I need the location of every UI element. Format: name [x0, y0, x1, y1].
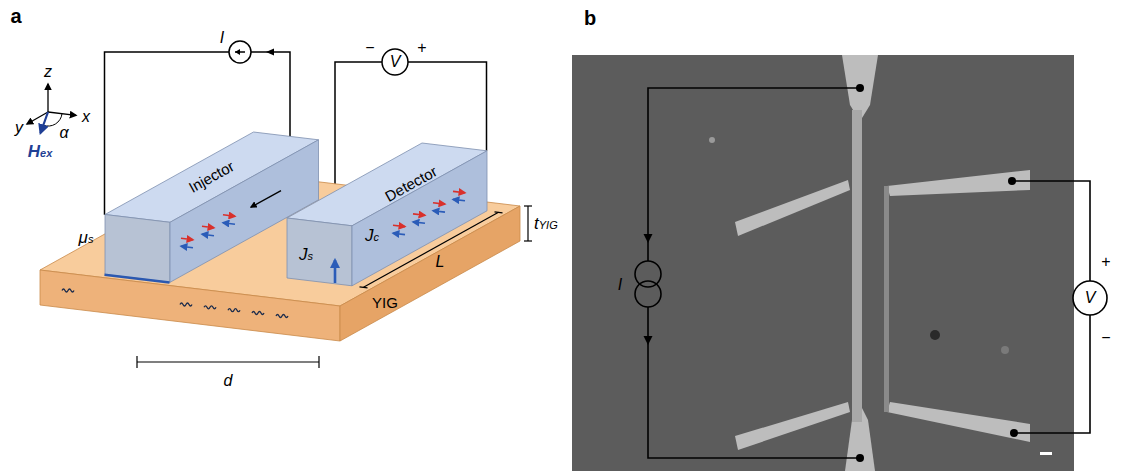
current-label: I [618, 276, 622, 294]
circuit-wires-b [635, 88, 1107, 458]
field-label: Hex [28, 143, 53, 162]
current-arrow [235, 49, 240, 55]
dimension-l [360, 212, 503, 288]
dimension-d [137, 356, 319, 368]
axes [27, 84, 76, 133]
interface-line [105, 275, 170, 283]
magnon-waves [62, 289, 288, 318]
voltmeter-label: V [1085, 289, 1096, 307]
box-face [352, 151, 487, 286]
detector-bar: Detector [286, 142, 488, 287]
angle-label: α [59, 124, 68, 142]
axis-label: z [44, 63, 52, 81]
dimension-t [524, 206, 532, 241]
polarity-sign: + [1101, 253, 1110, 271]
voltmeter-label: V [390, 53, 401, 71]
dimension-label: d [224, 372, 233, 390]
spin-current-label: Js [299, 246, 313, 265]
spin-arrows-injector [181, 191, 281, 248]
current-arrow [266, 49, 274, 56]
polarity-sign: + [417, 39, 426, 57]
box-face [40, 270, 340, 341]
axis-label: x [82, 108, 90, 126]
box-face [287, 218, 352, 286]
current-label: I [220, 29, 224, 47]
polarity-sign: − [1101, 329, 1110, 347]
wire-dots [644, 84, 1019, 462]
charge-current-label: Jc [365, 227, 379, 246]
spin-accumulation-label: μs [79, 229, 94, 248]
axis-label: y [15, 119, 23, 137]
dimension-label: L [436, 253, 445, 271]
polarity-sign: − [365, 39, 374, 57]
thickness-label: tYIG [534, 215, 558, 234]
panel-letter: a [10, 5, 21, 27]
detector-bar-outline [286, 142, 488, 287]
spin-arrows-detector [335, 191, 465, 283]
box-face [105, 215, 170, 283]
panel-letter: b [584, 7, 596, 29]
sem-image [572, 55, 1074, 471]
material-label: YIG [372, 295, 398, 312]
